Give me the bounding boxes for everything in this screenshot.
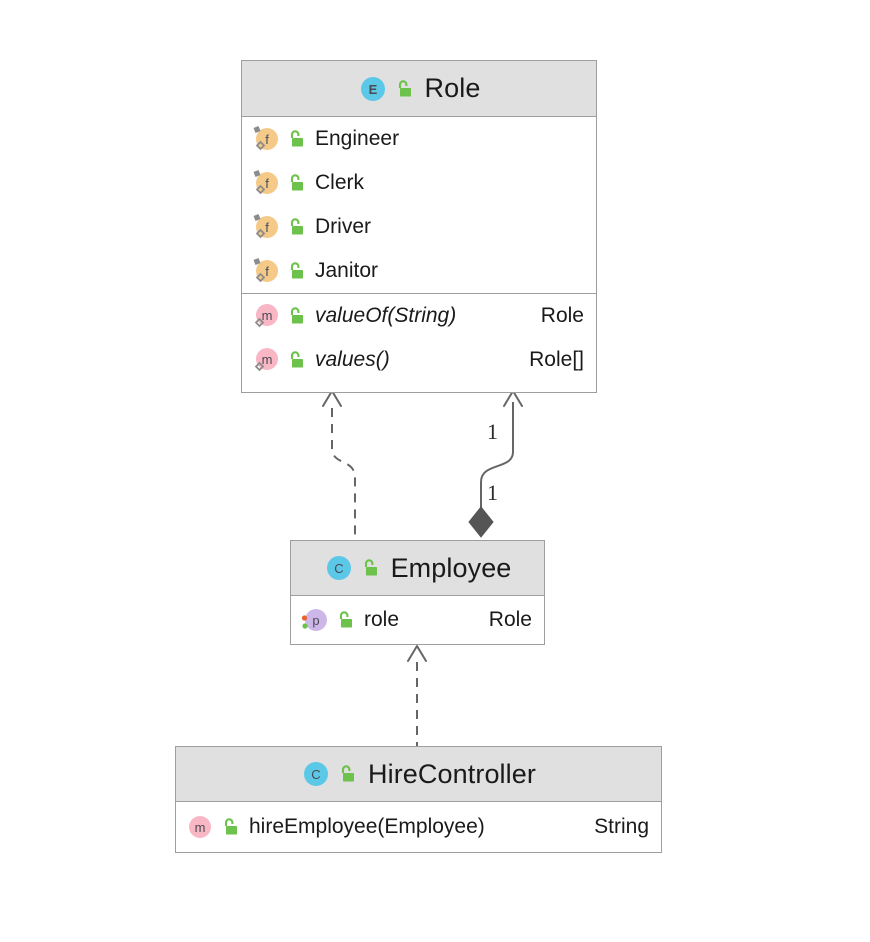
multiplicity-label-target: 1 [487, 419, 498, 444]
unlock-icon [287, 261, 305, 281]
class-icon: C [301, 759, 331, 789]
field-name: Driver [315, 215, 371, 238]
unlock-icon [395, 79, 413, 99]
method-return-type: Role [540, 304, 584, 327]
static-method-icon: m [251, 301, 281, 331]
method-return-type: String [594, 815, 649, 838]
svg-text:f: f [265, 132, 269, 147]
field-row-janitor[interactable]: f Janitor [242, 249, 596, 293]
field-name: Engineer [315, 127, 400, 150]
svg-text:m: m [262, 308, 273, 323]
unlock-icon [287, 173, 305, 193]
field-row-driver[interactable]: f Driver [242, 205, 596, 249]
property-icon: p [300, 605, 330, 635]
class-name-role: Role [424, 73, 481, 103]
edge-employee-depends-role [322, 390, 356, 540]
edge-employee-aggregates-role [468, 390, 523, 538]
class-name-hirecontroller: HireController [368, 758, 536, 789]
svg-text:C: C [334, 561, 343, 576]
uml-class-role[interactable]: E Role f [241, 60, 597, 393]
method-name: valueOf(String) [315, 304, 457, 327]
method-return-type: Role[] [529, 348, 584, 371]
svg-text:E: E [368, 82, 377, 97]
static-final-field-icon: f [251, 124, 281, 154]
svg-text:f: f [265, 220, 269, 235]
class-methods-role: m valueOf(String) Role m [242, 293, 596, 382]
static-final-field-icon: f [251, 212, 281, 242]
method-icon: m [185, 812, 215, 842]
uml-class-employee[interactable]: C Employee p [290, 540, 545, 645]
class-methods-hirecontroller: m hireEmployee(Employee) String [176, 802, 661, 852]
unlock-icon [287, 350, 305, 370]
method-name: hireEmployee(Employee) [249, 815, 485, 838]
property-type: Role [488, 608, 532, 631]
svg-text:m: m [195, 820, 206, 835]
field-row-engineer[interactable]: f Engineer [242, 117, 596, 161]
edge-hirecontroller-depends-employee [407, 645, 427, 746]
method-row-values[interactable]: m values() Role[] [242, 338, 596, 382]
unlock-icon [287, 217, 305, 237]
class-properties-employee: p role Role [291, 596, 544, 644]
class-header-role: E Role [242, 61, 596, 117]
svg-text:p: p [312, 613, 319, 628]
method-row-valueof[interactable]: m valueOf(String) Role [242, 294, 596, 338]
field-name: Clerk [315, 171, 365, 194]
unlock-icon [287, 129, 305, 149]
uml-class-hirecontroller[interactable]: C HireController m [175, 746, 662, 853]
property-row-role[interactable]: p role Role [291, 596, 544, 644]
unlock-icon [287, 306, 305, 326]
svg-text:m: m [262, 352, 273, 367]
class-icon: C [324, 553, 354, 583]
method-row-hireemployee[interactable]: m hireEmployee(Employee) String [176, 802, 661, 852]
field-row-clerk[interactable]: f Clerk [242, 161, 596, 205]
unlock-icon [221, 817, 239, 837]
svg-text:C: C [311, 767, 320, 782]
static-method-icon: m [251, 345, 281, 375]
class-header-employee: C Employee [291, 541, 544, 596]
class-header-hirecontroller: C HireController [176, 747, 661, 802]
static-final-field-icon: f [251, 256, 281, 286]
property-name: role [364, 608, 400, 631]
field-name: Janitor [315, 259, 379, 282]
method-name: values() [315, 348, 390, 371]
class-name-employee: Employee [390, 552, 512, 583]
static-final-field-icon: f [251, 168, 281, 198]
multiplicity-label-source: 1 [487, 480, 498, 505]
svg-text:f: f [265, 264, 269, 279]
unlock-icon [361, 558, 379, 578]
svg-text:f: f [265, 176, 269, 191]
unlock-icon [338, 764, 356, 784]
class-fields-role: f Engineer [242, 117, 596, 293]
aggregation-diamond [468, 506, 494, 538]
enum-icon: E [358, 74, 388, 104]
unlock-icon [336, 610, 354, 630]
